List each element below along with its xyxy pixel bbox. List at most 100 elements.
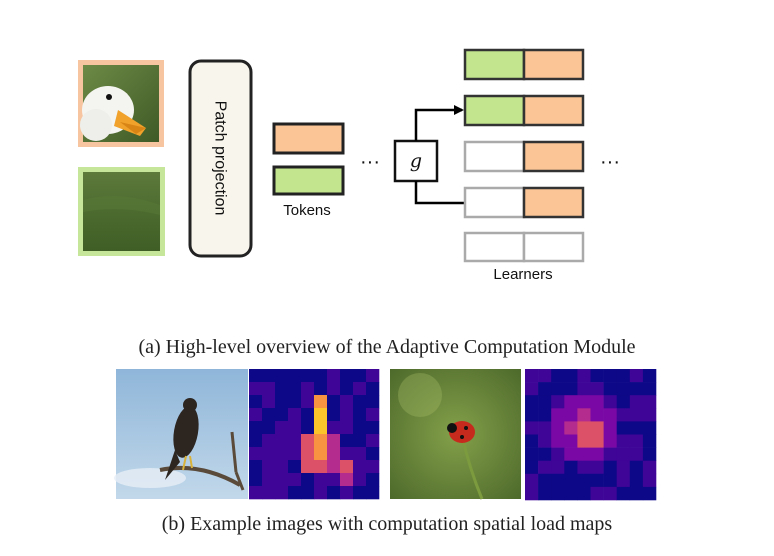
load-map-cell: [642, 408, 657, 422]
load-map-cell: [551, 369, 565, 383]
load-map-cell: [629, 460, 644, 475]
load-map-cell: [629, 434, 644, 448]
load-map-cell: [288, 408, 302, 422]
load-map-cell: [327, 473, 341, 487]
load-map-cell: [603, 369, 617, 383]
load-map-cell: [538, 421, 552, 435]
load-map-cell: [616, 369, 631, 383]
load-map-cell: [275, 447, 289, 461]
load-map-cell: [642, 382, 657, 396]
load-map-cell: [366, 460, 380, 474]
load-map-cell: [642, 395, 657, 409]
load-map-cell: [353, 369, 367, 383]
load-map-cell: [629, 447, 644, 461]
load-map-cell: [525, 369, 539, 383]
load-map-cell: [301, 369, 315, 383]
load-map-cell: [249, 421, 263, 435]
load-map-cell: [551, 486, 565, 501]
load-map-cell: [538, 434, 552, 448]
load-map-cell: [275, 460, 289, 474]
load-map-cell: [353, 473, 367, 487]
tokens-label: Tokens: [283, 202, 331, 219]
load-map-cell: [340, 473, 354, 487]
load-map-cell: [314, 473, 328, 487]
load-map-cell: [288, 421, 302, 435]
load-map-cell: [288, 395, 302, 409]
load-map-cell: [590, 421, 604, 435]
load-map-cell: [590, 486, 604, 501]
load-map-cell: [590, 369, 604, 383]
load-map-cell: [616, 434, 631, 448]
load-map-cell: [590, 460, 604, 475]
load-map-cell: [577, 408, 591, 422]
load-map-cell: [603, 382, 617, 396]
load-map-cell: [353, 395, 367, 409]
load-map-cell: [538, 408, 552, 422]
caption-a: (a) High-level overview of the Adaptive …: [138, 336, 636, 358]
load-map-cell: [603, 486, 617, 501]
load-map-cell: [366, 447, 380, 461]
patch-projection-label: Patch projection: [212, 101, 229, 216]
load-map-cell: [301, 421, 315, 435]
load-map-cell: [249, 447, 263, 461]
load-map-cell: [564, 447, 578, 461]
load-map-cell: [262, 421, 276, 435]
load-map-cell: [629, 382, 644, 396]
load-map-cell: [327, 447, 341, 461]
load-map-cell: [525, 460, 539, 475]
load-map-cell: [629, 408, 644, 422]
load-map-cell: [262, 408, 276, 422]
load-map-cell: [642, 421, 657, 435]
load-map-cell: [525, 408, 539, 422]
load-map-cell: [616, 395, 631, 409]
load-map-cell: [262, 473, 276, 487]
load-map-cell: [616, 421, 631, 435]
load-map-cell: [590, 382, 604, 396]
load-map-cell: [353, 434, 367, 448]
load-map-cell: [616, 473, 631, 488]
load-map-cell: [366, 421, 380, 435]
load-map-cell: [314, 369, 328, 383]
load-map-cell: [577, 395, 591, 409]
load-map-cell: [275, 486, 289, 500]
load-map-cell: [353, 460, 367, 474]
load-map-cell: [340, 369, 354, 383]
load-map-cell: [353, 408, 367, 422]
load-map-cell: [538, 447, 552, 461]
load-map-cell: [590, 447, 604, 461]
load-map-cell: [327, 395, 341, 409]
load-map-cell: [629, 395, 644, 409]
load-map-cell: [275, 382, 289, 396]
load-map-cell: [353, 486, 367, 500]
load-map-cell: [525, 486, 539, 501]
load-map-cell: [538, 473, 552, 488]
load-map-cell: [249, 382, 263, 396]
load-map-cell: [577, 447, 591, 461]
load-map-cell: [301, 460, 315, 474]
load-map-cell: [616, 447, 631, 461]
load-map-cell: [603, 421, 617, 435]
load-map-cell: [551, 447, 565, 461]
load-map-cell: [577, 486, 591, 501]
load-map-cell: [525, 434, 539, 448]
learner-row-3: [463, 140, 585, 173]
load-map-cell: [288, 460, 302, 474]
load-map-cell: [525, 382, 539, 396]
load-map-cell: [314, 447, 328, 461]
load-map-cell: [353, 382, 367, 396]
load-map-cell: [525, 421, 539, 435]
load-map-cell: [249, 473, 263, 487]
load-map-cell: [301, 408, 315, 422]
ellipsis-learners: ···: [600, 151, 620, 173]
load-map-cell: [249, 408, 263, 422]
load-map-cell: [301, 486, 315, 500]
load-map-cell: [249, 460, 263, 474]
load-map-cell: [642, 369, 657, 383]
load-map-cell: [327, 369, 341, 383]
load-map-cell: [642, 460, 657, 475]
load-map-cell: [603, 473, 617, 488]
load-map-cell: [538, 460, 552, 475]
load-map-cell: [327, 460, 341, 474]
learner-row-5: [463, 231, 585, 263]
